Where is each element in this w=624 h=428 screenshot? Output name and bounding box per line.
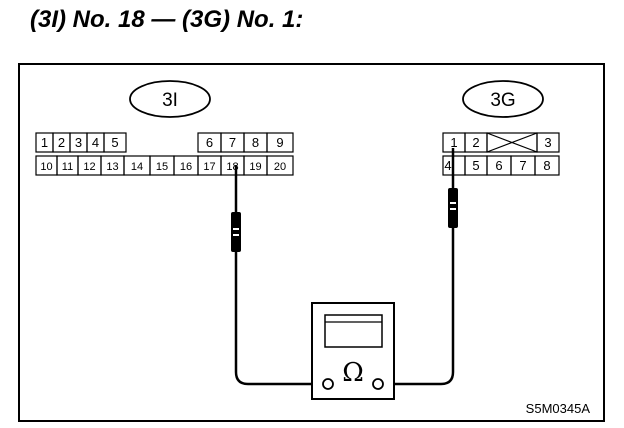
connector-3g: 1 2 3 4 5 6 7 8 — [442, 132, 560, 176]
pin-label: 7 — [229, 135, 236, 150]
pin-label: 3 — [75, 135, 82, 150]
pin-label: 8 — [543, 158, 550, 173]
pin-label: 11 — [62, 161, 73, 173]
pin-label: 4 — [444, 158, 451, 173]
blank-cavity-cross — [486, 132, 538, 153]
pin-label: 6 — [206, 135, 213, 150]
pin-cell — [103, 132, 127, 153]
probe-left-grip — [233, 228, 239, 230]
lead-left — [234, 252, 323, 386]
figure-code: S5M0345A — [526, 401, 591, 416]
probe-right-grip — [450, 208, 456, 210]
pin-label: 7 — [519, 158, 526, 173]
pin-label: 17 — [203, 161, 215, 173]
pin-cell — [536, 132, 560, 153]
terminal-right — [372, 378, 384, 390]
pin-cell — [266, 155, 294, 176]
connector-3i-oval — [129, 80, 211, 118]
pin-cell — [266, 132, 294, 153]
pin-label: 15 — [156, 161, 168, 173]
pin-label: 20 — [274, 161, 286, 173]
pin-label: 2 — [58, 135, 65, 150]
pin-label: 9 — [276, 135, 283, 150]
pin-label: 8 — [252, 135, 259, 150]
probe-left-body — [231, 212, 241, 252]
pin-label: 6 — [495, 158, 502, 173]
ohmmeter: Ω — [311, 302, 395, 400]
connector-3i-name: 3I — [162, 90, 178, 111]
pin-label: 14 — [131, 161, 143, 173]
connector-3i-label: 3I — [129, 80, 211, 118]
probe-right-grip — [450, 202, 456, 204]
lead-right — [383, 228, 455, 386]
page-title: (3I) No. 18 — (3G) No. 1: — [30, 6, 304, 33]
pin-label: 5 — [472, 158, 479, 173]
pin-cell — [534, 155, 560, 176]
connector-3g-name: 3G — [490, 90, 515, 111]
probe-right — [448, 148, 458, 228]
pin-label: 10 — [40, 161, 52, 173]
connector-3i: 1 2 3 4 5 6 7 8 9 10 11 12 13 14 15 16 1… — [35, 132, 294, 176]
pin-label: 4 — [92, 135, 99, 150]
connector-3g-oval — [462, 80, 544, 118]
pin-label: 12 — [83, 161, 95, 173]
ohmmeter-display — [324, 314, 383, 348]
connector-3g-label: 3G — [462, 80, 544, 118]
pin-label: 5 — [111, 135, 118, 150]
diagram-frame — [18, 63, 605, 422]
pin-label: 3 — [544, 135, 551, 150]
probe-left-grip — [233, 234, 239, 236]
ohm-symbol: Ω — [342, 358, 364, 388]
probe-left — [231, 165, 241, 252]
pin-label: 1 — [41, 135, 48, 150]
pin-label: 2 — [472, 135, 479, 150]
pin-label: 1 — [450, 135, 457, 150]
pin-label: 16 — [180, 161, 192, 173]
pin-label: 13 — [106, 161, 118, 173]
terminal-left — [322, 378, 334, 390]
pin-label: 19 — [249, 161, 261, 173]
